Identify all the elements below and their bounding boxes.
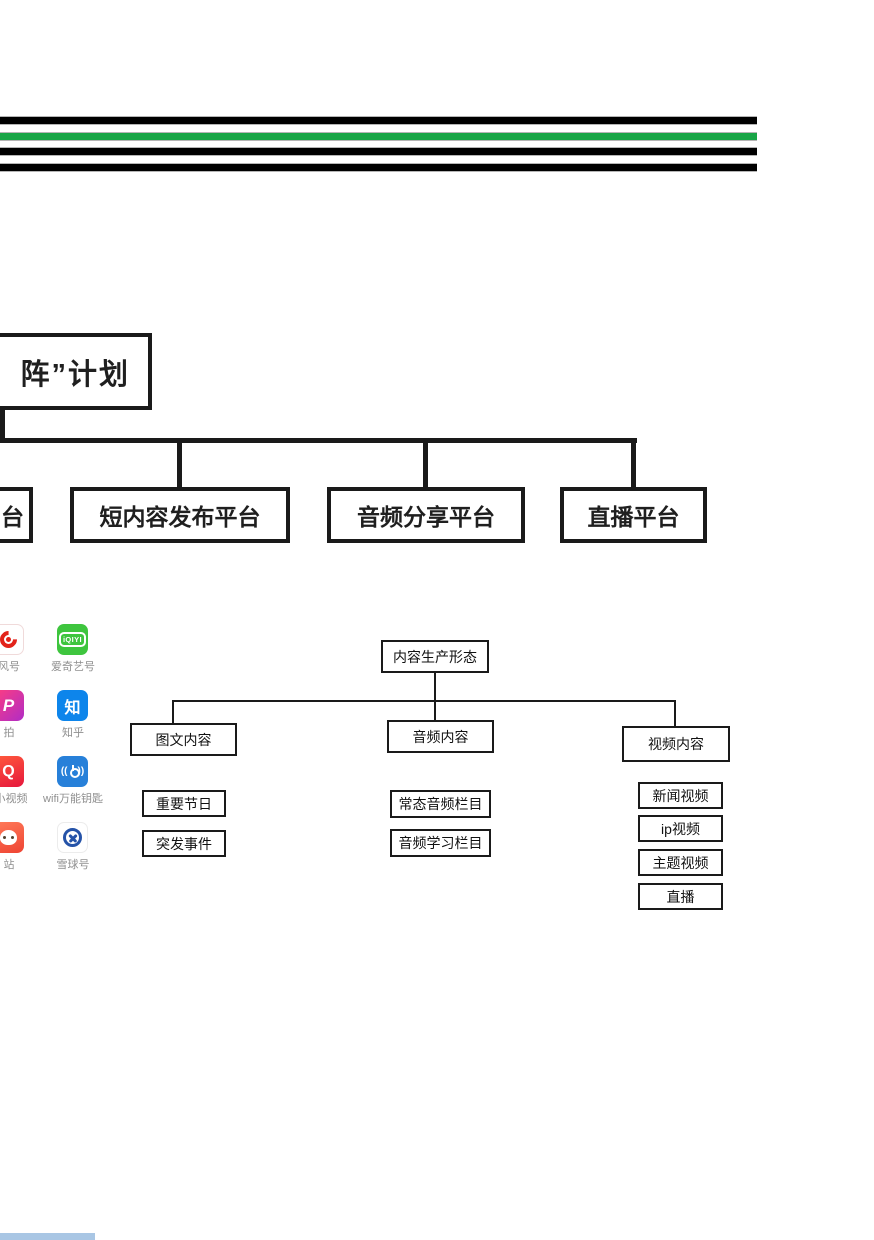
content-drop-audio	[434, 700, 436, 720]
content-root-label: 内容生产形态	[393, 648, 477, 665]
meipai-p-icon: P	[0, 690, 24, 721]
connector-horizontal	[0, 438, 637, 443]
platform-box-cropped: 台	[0, 487, 33, 543]
zhihu-glyph: 知	[64, 699, 81, 717]
leaf-box-ip-video: ip视频	[638, 815, 723, 842]
platform-box-audio-share: 音频分享平台	[327, 487, 525, 543]
content-root-box: 内容生产形态	[381, 640, 489, 673]
matrix-plan-title: 阵”计划	[20, 358, 130, 391]
app-label: 站	[3, 859, 15, 871]
app-label: 爱奇艺号	[51, 661, 95, 673]
leaf-box-livestream: 直播	[638, 883, 723, 910]
platform-box-live: 直播平台	[560, 487, 707, 543]
matrix-plan-title-box: 阵”计划	[0, 333, 152, 410]
connector-drop-live	[631, 441, 636, 488]
leaf-label: 新闻视频	[652, 787, 709, 804]
platform-label: 音频分享平台	[357, 504, 495, 530]
leaf-box-news-video: 新闻视频	[638, 782, 723, 809]
platform-box-short-content: 短内容发布平台	[70, 487, 290, 543]
branch-box-text: 图文内容	[130, 723, 237, 756]
app-label: 风号	[0, 661, 20, 673]
app-label: wifi万能钥匙	[43, 793, 103, 805]
leaf-label: 突发事件	[156, 835, 212, 852]
xueqiu-icon	[57, 822, 88, 853]
app-label: 知乎	[62, 727, 84, 739]
leaf-label: 常态音频栏目	[398, 796, 483, 812]
platform-label: 直播平台	[587, 504, 680, 530]
connector-drop-short	[177, 441, 182, 488]
dafeng-swirl-icon	[0, 624, 24, 655]
platform-label: 台	[1, 504, 24, 530]
anime-site-icon	[0, 822, 24, 853]
connector-drop-audio	[423, 441, 428, 488]
content-root-drop	[434, 672, 436, 702]
zhihu-icon: 知	[57, 690, 88, 721]
leaf-label: 重要节日	[156, 795, 212, 812]
xiaoshipin-q-icon: Q	[0, 756, 24, 787]
leaf-label: 音频学习栏目	[398, 835, 483, 851]
leaf-label: ip视频	[661, 820, 700, 837]
branch-label: 图文内容	[155, 731, 212, 748]
leaf-label: 直播	[666, 888, 695, 905]
connector-title-drop	[0, 408, 5, 441]
app-label: 拍	[3, 727, 15, 739]
content-drop-text	[172, 700, 174, 723]
leaf-box-theme-video: 主题视频	[638, 849, 723, 876]
branch-box-audio: 音频内容	[387, 720, 494, 753]
xiaoshipin-glyph: Q	[2, 762, 15, 780]
wifi-key-icon: (())	[57, 756, 88, 787]
app-label: 小视频	[0, 793, 28, 805]
stripe-black-3	[0, 163, 757, 172]
meipai-glyph: P	[2, 695, 15, 715]
leaf-label: 主题视频	[652, 854, 709, 871]
branch-label: 视频内容	[648, 736, 704, 752]
stripe-black-1	[0, 116, 757, 125]
content-drop-video	[674, 700, 676, 726]
bottom-left-strip	[0, 1233, 95, 1240]
app-label: 雪球号	[56, 859, 90, 871]
leaf-box-audio-learning: 音频学习栏目	[390, 829, 491, 857]
platform-label: 短内容发布平台	[99, 504, 261, 530]
iqiyi-wordmark: iQIYI	[58, 632, 87, 647]
content-horizontal	[172, 700, 676, 702]
branch-label: 音频内容	[412, 728, 469, 745]
leaf-box-regular-audio: 常态音频栏目	[390, 790, 491, 818]
leaf-box-important-festivals: 重要节日	[142, 790, 226, 817]
iqiyi-icon: iQIYI	[57, 624, 88, 655]
branch-box-video: 视频内容	[622, 726, 730, 762]
leaf-box-breaking-events: 突发事件	[142, 830, 226, 857]
stripe-black-2	[0, 147, 757, 156]
stripe-green	[0, 132, 757, 141]
